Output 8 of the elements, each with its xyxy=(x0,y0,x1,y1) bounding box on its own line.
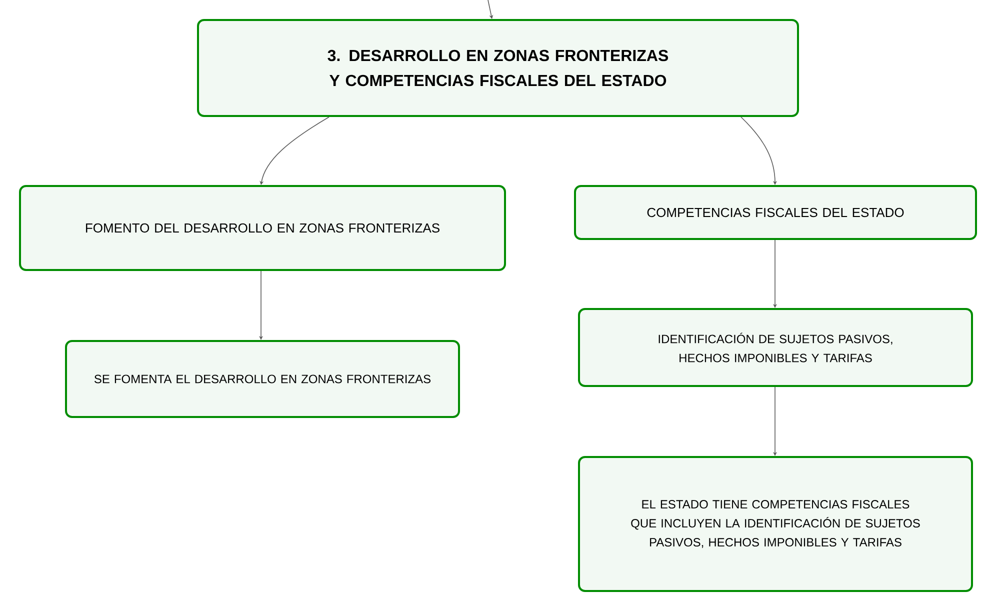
topic-box: SE FOMENTA EL DESARROLLO EN ZONAS FRONTERIZAS xyxy=(65,340,460,418)
topic-box: FOMENTO DEL DESARROLLO EN ZONAS FRONTERIZAS xyxy=(19,185,506,271)
topic-box: IDENTIFICACIÓN DE SUJETOS PASIVOS, HECHOS IMPONIBLES Y TARIFAS xyxy=(578,308,973,387)
title-box: 3. DESARROLLO EN ZONAS FRONTERIZAS Y COMPETENCIAS FISCALES DEL ESTADO xyxy=(197,19,799,117)
topic-box: EL ESTADO TIENE COMPETENCIAS FISCALES QUE INCLUYEN LA IDENTIFICACIÓN DE SUJETOS PASIVOS, HECHOS IMPONIBLES Y TARIFAS xyxy=(578,456,973,592)
arrow xyxy=(740,116,778,185)
arrow xyxy=(488,0,494,19)
topic-box: COMPETENCIAS FISCALES DEL ESTADO xyxy=(574,185,977,240)
